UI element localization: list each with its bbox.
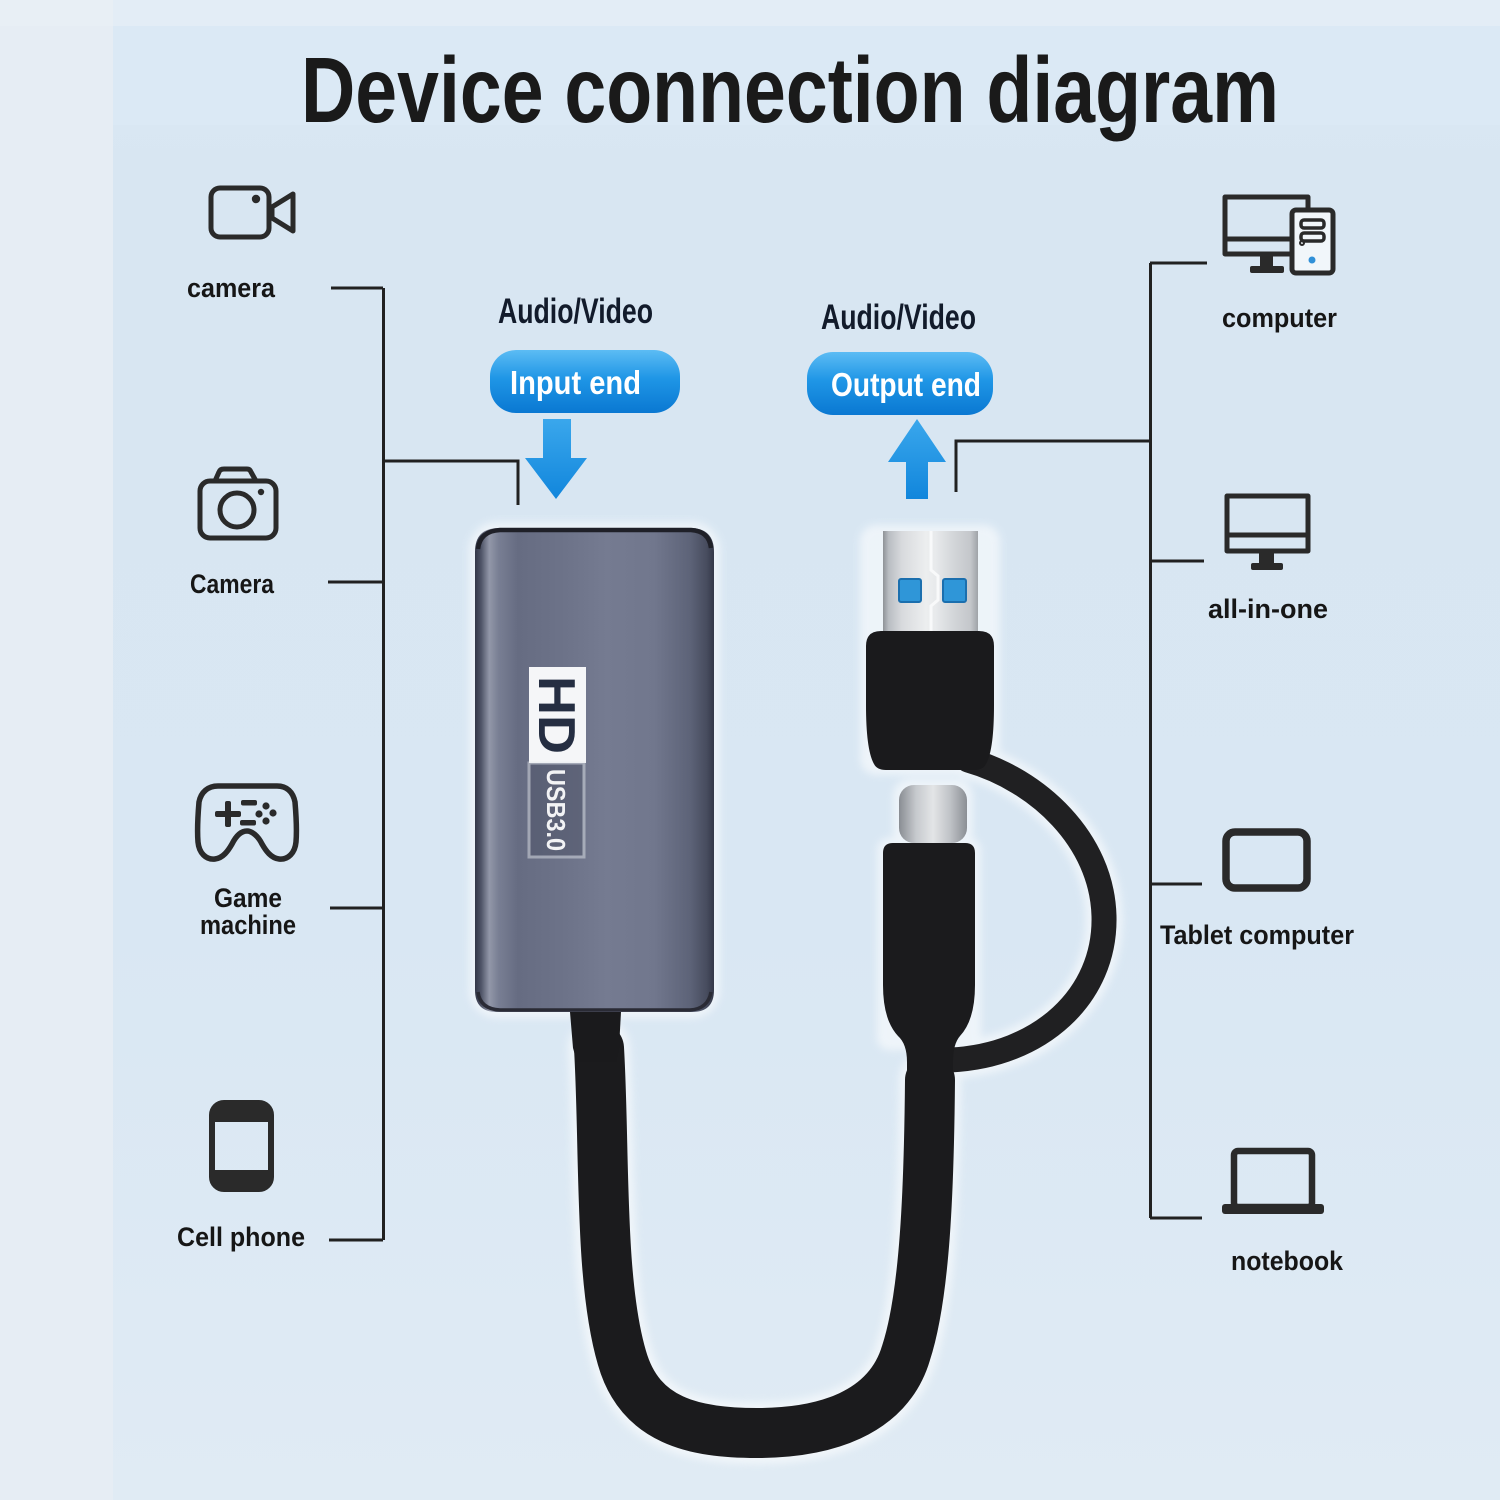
svg-text:Camera: Camera [190,569,275,599]
svg-text:Device connection diagram: Device connection diagram [301,38,1279,142]
svg-text:USB3.0: USB3.0 [541,769,571,851]
svg-text:computer: computer [1222,303,1337,333]
svg-text:Audio/Video: Audio/Video [821,298,976,337]
svg-text:machine: machine [200,910,296,940]
svg-text:Output end: Output end [831,366,981,403]
svg-text:HD: HD [527,676,585,754]
svg-text:all-in-one: all-in-one [1208,594,1328,624]
svg-text:camera: camera [187,273,276,303]
svg-text:Game: Game [214,883,282,913]
svg-text:notebook: notebook [1231,1246,1344,1276]
svg-text:Tablet computer: Tablet computer [1160,920,1354,950]
svg-text:Cell phone: Cell phone [177,1222,305,1252]
svg-text:Input end: Input end [510,364,641,401]
svg-text:Audio/Video: Audio/Video [498,292,653,331]
